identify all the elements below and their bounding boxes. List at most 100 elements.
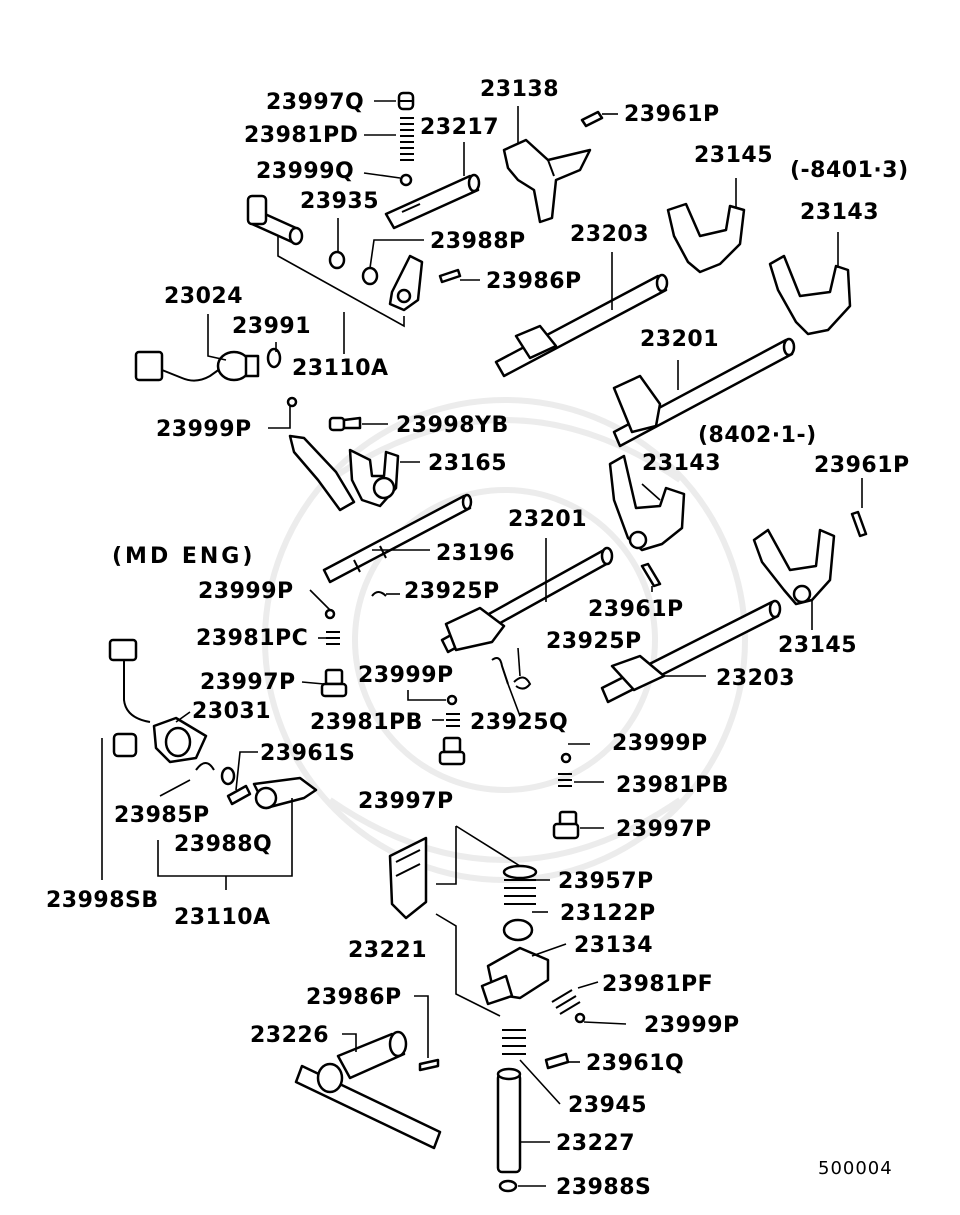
label-23145-mid: 23145	[778, 633, 857, 658]
label-23981pc: 23981PC	[196, 626, 308, 651]
part-23961s-pin	[226, 784, 252, 806]
label-23925q: 23925Q	[470, 710, 568, 735]
label-23961p-top: 23961P	[624, 102, 720, 127]
part-23201-rod-top	[612, 337, 796, 448]
label-23961p-mid: 23961P	[588, 597, 684, 622]
part-23999q-ball	[399, 173, 413, 187]
part-23145-fork-top	[666, 202, 746, 274]
label-23981pb-a: 23981PB	[310, 710, 423, 735]
part-23203-rod-top	[494, 273, 669, 378]
part-23110a-shift-shaft	[246, 194, 304, 246]
part-23226-rod	[294, 1030, 442, 1150]
label-23221: 23221	[348, 938, 427, 963]
label-23998yb: 23998YB	[396, 413, 509, 438]
part-23988p-ring	[361, 266, 379, 286]
label-23961q: 23961Q	[586, 1051, 684, 1076]
label-23981pf: 23981PF	[602, 972, 713, 997]
note-serial-after: (8402·1-)	[698, 423, 817, 448]
part-23999p-ball-c	[446, 694, 458, 706]
part-23134-block	[480, 946, 550, 1006]
label-23110a-top: 23110A	[292, 356, 389, 381]
label-23961p-right: 23961P	[814, 453, 910, 478]
label-23985p: 23985P	[114, 803, 210, 828]
part-23997p-plug-b	[438, 736, 466, 766]
part-23981pb-spring-a	[446, 713, 460, 727]
label-23986p-top: 23986P	[486, 269, 582, 294]
label-23999p-e: 23999P	[644, 1013, 740, 1038]
part-23122p-cap	[502, 918, 534, 942]
part-23981pb-spring-b	[558, 773, 572, 787]
label-23997p-a: 23997P	[200, 670, 296, 695]
label-23981pd: 23981PD	[244, 123, 358, 148]
label-23999p-c: 23999P	[358, 663, 454, 688]
label-23110a-bottom: 23110A	[174, 905, 271, 930]
label-23998sb: 23998SB	[46, 888, 159, 913]
part-23961p-pin-top	[580, 110, 604, 128]
label-23145-top: 23145	[694, 143, 773, 168]
part-23961q-pin	[544, 1052, 570, 1070]
label-23999p-d: 23999P	[612, 731, 708, 756]
part-23997q-plug	[397, 91, 415, 111]
part-23203-rod-mid	[600, 599, 782, 704]
label-23143-top: 23143	[800, 200, 879, 225]
part-23925q-clip	[491, 657, 509, 685]
label-23999q: 23999Q	[256, 159, 354, 184]
label-23997p-c: 23997P	[616, 817, 712, 842]
part-23945-spring	[502, 1029, 526, 1055]
label-23925p-b: 23925P	[546, 629, 642, 654]
part-23138-fork	[502, 138, 592, 224]
part-labels: 23997Q 23981PD 23999Q 23217 23935 23138 …	[46, 77, 910, 1200]
label-23201-top: 23201	[640, 327, 719, 352]
part-23201-rod-mid	[440, 546, 614, 654]
label-23999p-b: 23999P	[198, 579, 294, 604]
part-23986p-pin-b	[418, 1058, 440, 1072]
part-23988s-ring	[498, 1179, 518, 1193]
part-23991-oring	[266, 347, 282, 369]
label-23143-mid: 23143	[642, 451, 721, 476]
part-23110a-lever	[388, 254, 424, 312]
label-23999p-a: 23999P	[156, 417, 252, 442]
part-23145-fork-mid	[752, 528, 836, 606]
label-23988s: 23988S	[556, 1175, 651, 1200]
label-23925p-a: 23925P	[404, 579, 500, 604]
label-23997q: 23997Q	[266, 90, 364, 115]
label-23165: 23165	[428, 451, 507, 476]
label-23138: 23138	[480, 77, 559, 102]
part-23981pf-spring	[551, 989, 581, 1015]
part-23999p-ball-e	[574, 1012, 586, 1024]
label-23134: 23134	[574, 933, 653, 958]
figure-code: 500004	[818, 1158, 893, 1179]
part-23999p-ball-b	[324, 608, 336, 620]
label-23981pb-b: 23981PB	[616, 773, 729, 798]
part-23196-rod	[322, 493, 473, 584]
part-23981pd-spring	[400, 117, 414, 161]
leader-lines	[101, 100, 863, 1187]
part-23957p-spring	[502, 864, 538, 905]
label-23024: 23024	[164, 284, 243, 309]
part-23997p-plug-a	[320, 668, 348, 698]
label-23122p: 23122P	[560, 901, 656, 926]
label-23988q: 23988Q	[174, 832, 272, 857]
label-23203-mid: 23203	[716, 666, 795, 691]
part-23988q-ring	[220, 766, 236, 786]
note-serial-before: (-8401·3)	[790, 158, 909, 183]
part-23981pc-spring	[326, 631, 340, 645]
label-23031: 23031	[192, 699, 271, 724]
label-23957p: 23957P	[558, 869, 654, 894]
note-md-engine: (MD ENG)	[112, 544, 255, 569]
part-23998yb-bolt	[328, 416, 362, 432]
part-23999p-ball-d	[560, 752, 572, 764]
label-23997p-b: 23997P	[358, 789, 454, 814]
label-23217: 23217	[420, 115, 499, 140]
part-23985p-clip	[195, 762, 215, 771]
part-23221-plate	[388, 836, 428, 920]
part-23998sb-bolt	[112, 732, 138, 758]
label-23196: 23196	[436, 541, 515, 566]
part-23165-bracket	[288, 434, 400, 512]
label-23988p: 23988P	[430, 229, 526, 254]
label-23203-top: 23203	[570, 222, 649, 247]
part-23961p-pin-right	[850, 510, 868, 538]
part-23143-fork-mid	[608, 454, 686, 552]
